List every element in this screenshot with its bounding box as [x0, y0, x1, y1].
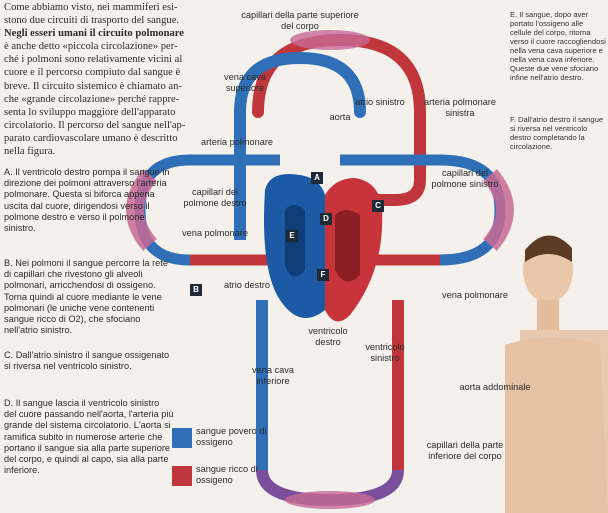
intro-line: Negli esseri umani il circuito polmonare — [4, 28, 184, 40]
legend-swatch-oxygen-poor — [172, 428, 192, 448]
intro-line: che «grande circolazione» perché rappre- — [4, 93, 180, 105]
label-vena-cava-superior: vena cava superiore — [224, 72, 266, 93]
intro-line: ché i polmoni sono relativamente vicini … — [4, 54, 183, 66]
intro-line: Come abbiamo visto, nei mammiferi esi- — [4, 2, 178, 13]
label-pulmonary-artery: arteria polmonare — [200, 137, 273, 147]
label-left-pulmonary-vein: vena polmonare — [442, 290, 508, 300]
label-vena-cava-inferior: vena cava inferiore — [252, 365, 294, 386]
label-left-lung-capillaries: capillari del polmone sinistro — [431, 168, 499, 189]
step-a-text: A. Il ventricolo destro pompa il sangue … — [4, 167, 170, 234]
label-right-lung-capillaries: capillari del polmone destro — [183, 187, 247, 208]
intro-line: nella figura. — [4, 146, 56, 158]
legend-swatch-oxygen-rich — [172, 466, 192, 486]
intro-paragraph: Come abbiamo visto, nei mammiferi esi- s… — [4, 1, 224, 158]
step-e-text: E. Il sangue, dopo aver portato l'ossige… — [510, 10, 606, 82]
label-left-pulmonary-artery: arteria polmonare sinistra — [423, 97, 496, 118]
intro-line: parato cardiovascolare umano è descritto — [4, 132, 178, 144]
heart-illustration — [264, 174, 383, 322]
label-left-ventricle: ventricolo sinistro — [365, 342, 405, 363]
tag-e: E — [286, 230, 298, 242]
step-d-text: D. Il sangue lascia il ventricolo sinist… — [4, 398, 174, 476]
step-b-text: B. Nei polmoni il sangue percorre la ret… — [4, 258, 168, 336]
step-f-text: F. Dall'atrio destro il sangue si rivers… — [510, 115, 604, 151]
intro-line: senta lo sviluppo maggiore dell'apparato — [4, 106, 176, 118]
intro-line: breve. Il circuito sistemico è chiamato … — [4, 80, 182, 92]
label-right-atrium: atrio destro — [224, 280, 270, 290]
legend-label-oxygen-poor: sangue povero di ossigeno — [196, 426, 267, 447]
label-right-ventricle: ventricolo destro — [308, 326, 348, 347]
tag-d: D — [320, 213, 332, 225]
human-figure-illustration — [505, 235, 608, 513]
upper-body-capillaries — [234, 30, 426, 118]
label-upper-capillaries: capillari della parte superiore del corp… — [241, 10, 359, 31]
label-right-pulmonary-vein: vena polmonare — [182, 228, 248, 238]
label-left-atrium: atrio sinistro — [355, 97, 405, 107]
intro-line: è anche detto «piccola circolazione» per… — [4, 41, 178, 53]
intro-line: circolatorio. Il percorso del sangue nel… — [4, 119, 186, 131]
label-abdominal-aorta: aorta addominale — [459, 382, 531, 392]
tag-a: A — [311, 172, 323, 184]
tag-b: B — [190, 284, 202, 296]
step-c-text: C. Dall'atrio sinistro il sangue ossigen… — [4, 350, 170, 372]
tag-c: C — [372, 200, 384, 212]
label-lower-capillaries: capillari della parte inferiore del corp… — [426, 440, 504, 461]
right-lung-capillaries — [126, 154, 280, 266]
lower-body-capillaries — [256, 469, 404, 509]
aorta-vessel — [360, 112, 426, 206]
tag-f: F — [317, 269, 329, 281]
intro-line: stono due circuiti di trasporto del sang… — [4, 15, 180, 27]
legend-label-oxygen-rich: sangue ricco di ossigeno — [196, 464, 258, 485]
label-aorta: aorta — [329, 112, 351, 122]
intro-line: cuore e il percorso compiuto dal sangue … — [4, 67, 181, 79]
